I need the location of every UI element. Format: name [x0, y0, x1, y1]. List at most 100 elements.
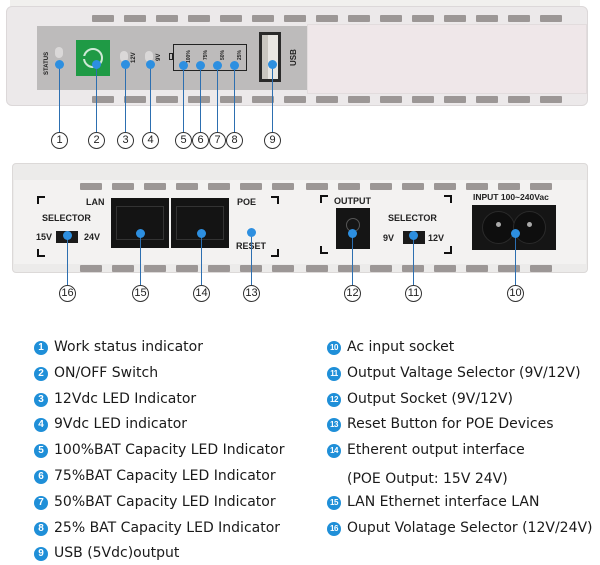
callout-number: 5: [175, 132, 192, 149]
callout-line: [67, 236, 68, 285]
vent-slot: [124, 96, 146, 103]
number-badge-icon: 4: [34, 418, 48, 433]
legend-item: 3 12Vdc LED Indicator: [34, 391, 196, 407]
vent-slot: [176, 183, 198, 190]
number-badge-icon: 5: [34, 444, 48, 459]
number-badge-icon: 16: [327, 521, 341, 536]
vent-slot: [434, 265, 456, 272]
vent-slot: [466, 183, 488, 190]
number-badge-icon: 12: [327, 392, 341, 407]
legend-text: 50%BAT Capacity LED Indicator: [54, 493, 276, 510]
bracket: [37, 196, 45, 204]
vent-slot: [476, 96, 498, 103]
number-badge-icon: 9: [34, 547, 48, 562]
legend-text: (POE Output: 15V 24V): [347, 471, 508, 487]
ac-input-socket[interactable]: [472, 205, 556, 250]
vent-slot: [92, 15, 114, 22]
legend-text: 12Vdc LED Indicator: [54, 390, 197, 407]
legend-text: 100%BAT Capacity LED Indicator: [54, 442, 285, 459]
vent-slot: [530, 183, 552, 190]
legend-text: Work status indicator: [54, 339, 203, 355]
number-badge-icon: 6: [34, 470, 48, 484]
callout-line: [272, 65, 273, 132]
vent-slot: [508, 15, 530, 22]
callout-dot: [348, 229, 357, 238]
callout-dot: [92, 60, 101, 69]
poe-label: POE: [237, 197, 257, 207]
label-bat100: 100%: [186, 50, 192, 63]
vent-slot: [188, 15, 210, 22]
vent-slot: [252, 96, 274, 103]
callout-number: 15: [132, 285, 149, 302]
ac-pin: [496, 222, 501, 227]
label-bat25: 25%: [237, 49, 243, 60]
label-15v: 15V: [36, 232, 53, 242]
callout-dot: [511, 229, 520, 238]
callout-line: [59, 65, 60, 132]
number-badge-icon: 10: [327, 341, 341, 355]
bracket: [271, 196, 279, 204]
bracket: [320, 195, 328, 203]
vent-slot: [112, 183, 134, 190]
callout-dot: [136, 229, 145, 238]
vent-slot: [338, 183, 360, 190]
callout-line: [96, 65, 97, 132]
ac-pin: [527, 222, 532, 227]
number-badge-icon: 13: [327, 418, 341, 433]
top-device-cover: [307, 24, 587, 94]
callout-number: 9: [264, 132, 281, 149]
callout-line: [183, 66, 184, 132]
callout-line: [352, 234, 353, 285]
legend-text: LAN Ethernet interface LAN: [347, 493, 540, 510]
callout-line: [234, 66, 235, 132]
vent-slot: [370, 265, 392, 272]
number-badge-icon: 7: [34, 495, 48, 510]
callout-number: 4: [142, 132, 159, 149]
poe-port-inner: [176, 206, 224, 240]
vent-slot: [220, 96, 242, 103]
callout-line: [413, 236, 414, 285]
vent-slot: [412, 96, 434, 103]
vent-slot: [412, 15, 434, 22]
vent-slot: [444, 96, 466, 103]
power-icon-gap: [80, 56, 90, 59]
vent-slot: [444, 15, 466, 22]
number-badge-icon: 15: [327, 495, 341, 510]
ac-socket-right: [513, 211, 546, 244]
vent-slot: [540, 96, 562, 103]
vent-slot: [380, 15, 402, 22]
callout-dot: [230, 61, 239, 70]
callout-dot: [197, 229, 206, 238]
number-badge-icon: 3: [34, 392, 48, 407]
label-24v: 24V: [84, 232, 101, 242]
callout-line: [217, 66, 218, 132]
vent-slot: [380, 96, 402, 103]
vent-slot: [272, 265, 294, 272]
vent-slot: [80, 183, 102, 190]
callout-number: 13: [243, 285, 260, 302]
legend-text: Output Valtage Selector (9V/12V): [347, 364, 581, 381]
number-badge-icon: 2: [34, 366, 48, 381]
usb-port[interactable]: [259, 32, 281, 82]
callout-number: 2: [88, 132, 105, 149]
vent-slot: [434, 183, 456, 190]
vent-slot: [112, 265, 134, 272]
vent-slot: [348, 15, 370, 22]
vent-slot: [80, 265, 102, 272]
legend-item: (POE Output: 15V 24V): [327, 468, 508, 487]
legend-text: 9Vdc LED indicator: [54, 416, 188, 433]
vent-slot: [284, 15, 306, 22]
vent-slot: [272, 183, 294, 190]
legend-text: USB (5Vdc)output: [54, 545, 180, 562]
vent-slot: [316, 96, 338, 103]
vent-slot: [208, 183, 230, 190]
poe-port[interactable]: [171, 198, 229, 248]
callout-dot: [179, 61, 188, 70]
callout-dot: [146, 60, 155, 69]
power-button[interactable]: [76, 40, 110, 76]
